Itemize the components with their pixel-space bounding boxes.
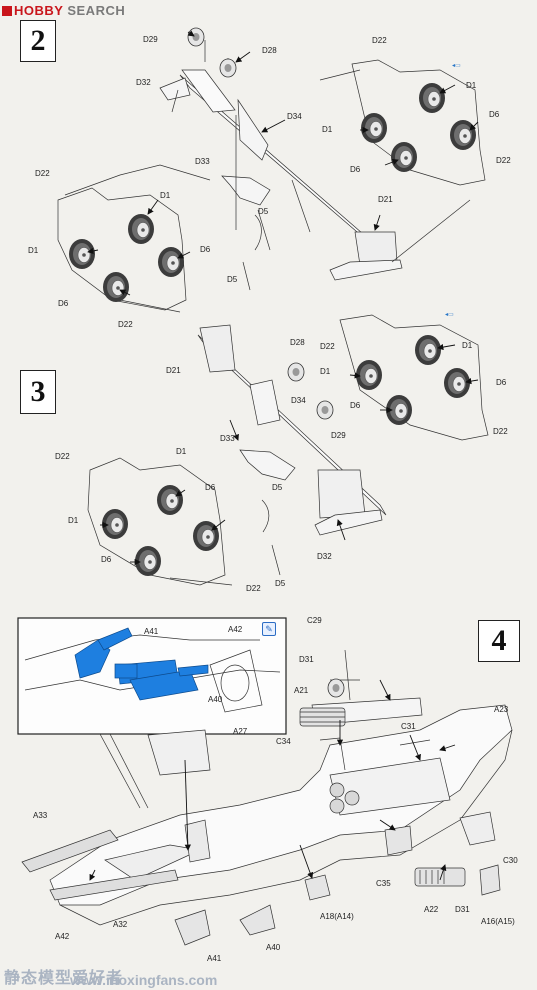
highlighted-shock-parts xyxy=(74,627,209,701)
label-a40: A40 xyxy=(266,943,281,952)
label-a41: A41 xyxy=(207,954,222,963)
label-d34: D34 xyxy=(291,396,306,405)
note-icon: ✎ xyxy=(262,622,276,636)
label-a27: A27 xyxy=(233,727,248,736)
label-d22: D22 xyxy=(493,427,508,436)
label-a23: A23 xyxy=(494,705,509,714)
tires xyxy=(68,27,477,698)
label-d22: D22 xyxy=(55,452,70,461)
label-d21: D21 xyxy=(166,366,181,375)
label-d5: D5 xyxy=(272,483,283,492)
label-a40: A40 xyxy=(208,695,223,704)
label-d1: D1 xyxy=(462,341,473,350)
detail-cue-icon: ◂▭ xyxy=(445,312,454,318)
step-3-drawing xyxy=(87,314,489,586)
label-d5: D5 xyxy=(258,207,269,216)
label-d1: D1 xyxy=(322,125,333,134)
step-3-number: 3 xyxy=(20,370,56,414)
label-d1: D1 xyxy=(68,516,79,525)
step-4-number: 4 xyxy=(478,620,520,662)
label-d31: D31 xyxy=(455,905,470,914)
label-d5: D5 xyxy=(275,579,286,588)
label-d32: D32 xyxy=(317,552,332,561)
label-d22: D22 xyxy=(246,584,261,593)
label-c35: C35 xyxy=(376,879,391,888)
label-d32: D32 xyxy=(136,78,151,87)
watermark-url: www.moxingfans.com xyxy=(70,972,218,988)
label-d1: D1 xyxy=(28,246,39,255)
label-d6: D6 xyxy=(58,299,69,308)
label-d6: D6 xyxy=(205,483,216,492)
label-c31: C31 xyxy=(401,722,416,731)
step-4-drawing xyxy=(17,617,513,946)
label-d21: D21 xyxy=(378,195,393,204)
label-d6: D6 xyxy=(200,245,211,254)
label-a21: A21 xyxy=(294,686,309,695)
label-a16: A16(A15) xyxy=(481,917,515,926)
label-d22: D22 xyxy=(118,320,133,329)
detail-cue-icon: ◂▭ xyxy=(452,63,461,69)
label-a41: A41 xyxy=(144,627,159,636)
label-d31: D31 xyxy=(299,655,314,664)
logo-brand-gray: SEARCH xyxy=(67,3,126,18)
label-a32: A32 xyxy=(113,920,128,929)
label-d28: D28 xyxy=(290,338,305,347)
label-d1: D1 xyxy=(466,81,477,90)
label-d1: D1 xyxy=(320,367,331,376)
label-d29: D29 xyxy=(331,431,346,440)
label-d29: D29 xyxy=(143,35,158,44)
label-d22: D22 xyxy=(496,156,511,165)
hobby-search-logo: HOBBY SEARCH xyxy=(2,3,125,18)
label-d33: D33 xyxy=(220,434,235,443)
label-d33: D33 xyxy=(195,157,210,166)
label-d6: D6 xyxy=(489,110,500,119)
step-2-drawing xyxy=(57,40,486,313)
label-c34: C34 xyxy=(276,737,291,746)
label-a42: A42 xyxy=(228,625,243,634)
label-d1: D1 xyxy=(176,447,187,456)
step-2-number: 2 xyxy=(20,20,56,62)
label-d22: D22 xyxy=(372,36,387,45)
label-d1: D1 xyxy=(160,191,171,200)
label-d22: D22 xyxy=(320,342,335,351)
label-d34: D34 xyxy=(287,112,302,121)
label-d22: D22 xyxy=(35,169,50,178)
label-a42: A42 xyxy=(55,932,70,941)
label-d6: D6 xyxy=(350,401,361,410)
watermark-cn: 静态模型爱好者 xyxy=(4,968,124,987)
label-c29: C29 xyxy=(307,616,322,625)
logo-brand-red: HOBBY xyxy=(14,3,64,18)
label-d5: D5 xyxy=(227,275,238,284)
label-d28: D28 xyxy=(262,46,277,55)
label-d6: D6 xyxy=(350,165,361,174)
label-a18: A18(A14) xyxy=(320,912,354,921)
label-d6: D6 xyxy=(496,378,507,387)
label-a22: A22 xyxy=(424,905,439,914)
label-c30: C30 xyxy=(503,856,518,865)
label-a33: A33 xyxy=(33,811,48,820)
label-d6: D6 xyxy=(101,555,112,564)
hobby-search-flag-icon xyxy=(2,6,12,16)
